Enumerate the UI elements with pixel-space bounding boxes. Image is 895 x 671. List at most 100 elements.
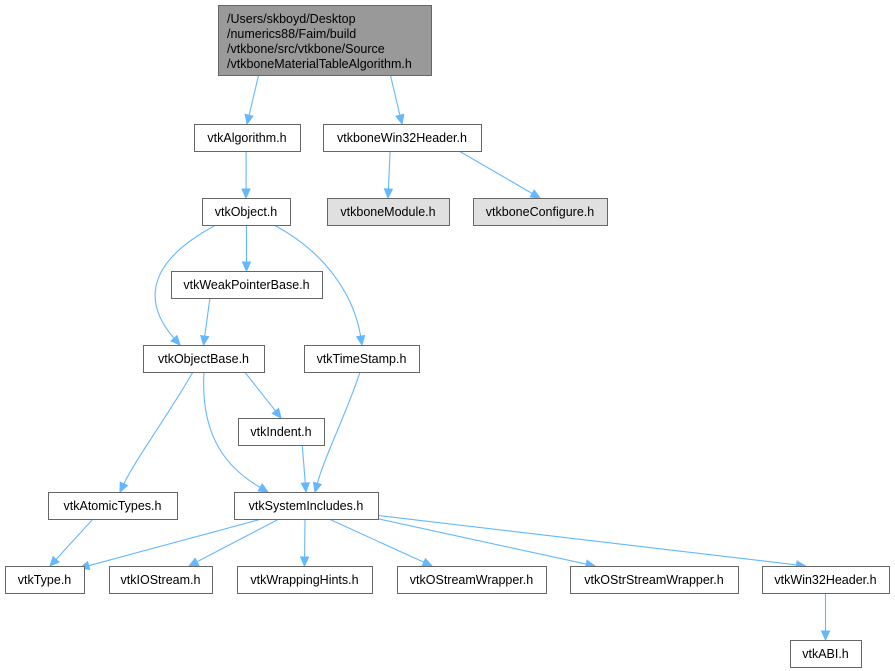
edge-vtkObjectBase-to-vtkSystemIncludes: [203, 371, 270, 493]
node-label: vtkboneModule.h: [340, 205, 435, 219]
arrowhead: [271, 407, 282, 419]
node-box: [304, 345, 420, 373]
arrowhead: [187, 557, 200, 567]
node-box: [109, 566, 213, 594]
node-label: vtkWin32Header.h: [774, 573, 876, 587]
node-box: [397, 566, 547, 594]
arrowhead: [170, 334, 181, 346]
node-vtkAtomicTypes[interactable]: vtkAtomicTypes.h: [48, 492, 178, 520]
node-label: vtkTimeStamp.h: [317, 352, 407, 366]
edge-vtkWin32Header-to-vtkABI: [820, 593, 831, 642]
node-label: vtkboneConfigure.h: [486, 205, 594, 219]
edge-line: [328, 518, 425, 564]
edge-vtkAtomicTypes-to-vtkType: [49, 518, 94, 567]
edge-line: [458, 150, 534, 195]
edge-vtkSystemIncludes-to-vtkOStreamWrapper: [328, 518, 434, 567]
node-vtkWin32Header[interactable]: vtkWin32Header.h: [762, 566, 890, 594]
arrowhead: [355, 334, 366, 347]
node-vtkTimeStamp[interactable]: vtkTimeStamp.h: [304, 345, 420, 373]
node-vtkboneModule[interactable]: vtkboneModule.h: [327, 198, 450, 226]
nodes-layer: /Users/skboyd/Desktop/numerics88/Faim/bu…: [5, 5, 890, 668]
arrowhead: [119, 481, 129, 494]
node-vtkOStrStreamWrapper[interactable]: vtkOStrStreamWrapper.h: [570, 566, 739, 594]
edge-vtkObject-to-vtkTimeStamp: [273, 224, 366, 347]
edge-vtkObject-to-vtkWeakPointerBase: [241, 224, 252, 273]
node-vtkABI[interactable]: vtkABI.h: [790, 640, 862, 668]
node-label: vtkboneWin32Header.h: [337, 131, 467, 145]
node-box: [143, 345, 265, 373]
edge-vtkboneWin32Header-to-vtkboneConfigure: [458, 150, 542, 199]
node-box: [237, 566, 373, 594]
node-label: /vtkbone/src/vtkbone/Source: [227, 42, 385, 56]
node-vtkOStreamWrapper[interactable]: vtkOStreamWrapper.h: [397, 566, 547, 594]
edge-line: [387, 150, 391, 191]
edge-root-to-vtkAlgorithm: [244, 74, 260, 126]
edge-vtkObjectBase-to-vtkAtomicTypes: [119, 371, 194, 494]
edge-line: [389, 74, 401, 117]
edge-vtkboneWin32Header-to-vtkboneModule: [383, 150, 394, 200]
node-label: vtkWrappingHints.h: [250, 573, 358, 587]
node-box: [790, 640, 862, 668]
node-vtkAlgorithm[interactable]: vtkAlgorithm.h: [194, 124, 301, 152]
arrowhead: [257, 483, 270, 493]
node-box: [473, 198, 608, 226]
node-box: [5, 566, 85, 594]
arrowhead: [395, 113, 405, 126]
node-box: [202, 198, 291, 226]
edge-vtkSystemIncludes-to-vtkIOStream: [187, 518, 280, 567]
node-box: [327, 198, 450, 226]
node-label: /numerics88/Faim/build: [227, 27, 356, 41]
edge-vtkObjectBase-to-vtkIndent: [244, 371, 282, 419]
arrowhead: [244, 113, 254, 126]
node-label: vtkOStrStreamWrapper.h: [584, 573, 723, 587]
node-label: vtkAlgorithm.h: [207, 131, 286, 145]
node-box: [762, 566, 890, 594]
node-vtkboneWin32Header[interactable]: vtkboneWin32Header.h: [323, 124, 482, 152]
node-label: vtkIndent.h: [250, 425, 311, 439]
edge-vtkSystemIncludes-to-vtkOStrStreamWrapper: [369, 516, 597, 569]
arrowhead: [241, 188, 251, 200]
edge-vtkAlgorithm-to-vtkObject: [241, 150, 251, 200]
edge-vtkTimeStamp-to-vtkSystemIncludes: [312, 371, 361, 494]
node-box: [194, 124, 301, 152]
edge-vtkWeakPointerBase-to-vtkObjectBase: [200, 297, 211, 347]
node-vtkObjectBase[interactable]: vtkObjectBase.h: [143, 345, 265, 373]
edge-line: [273, 224, 362, 338]
edge-line: [122, 371, 194, 485]
edge-line: [244, 371, 277, 413]
arrowhead: [421, 557, 434, 567]
node-label: vtkAtomicTypes.h: [64, 499, 162, 513]
edge-line: [203, 371, 262, 489]
arrowhead: [312, 481, 323, 494]
arrowhead: [529, 189, 542, 199]
edge-line: [87, 516, 270, 567]
node-label: /Users/skboyd/Desktop: [227, 12, 356, 26]
edge-line: [301, 444, 306, 485]
node-box: [48, 492, 178, 520]
edge-line: [369, 516, 588, 565]
node-vtkObject[interactable]: vtkObject.h: [202, 198, 291, 226]
arrowhead: [383, 188, 394, 200]
edge-line: [248, 74, 260, 117]
arrowhead: [200, 334, 210, 347]
node-vtkWeakPointerBase[interactable]: vtkWeakPointerBase.h: [171, 271, 323, 299]
arrowhead: [820, 630, 831, 642]
node-label: vtkIOStream.h: [121, 573, 201, 587]
node-label: vtkSystemIncludes.h: [249, 499, 364, 513]
node-label: vtkObjectBase.h: [158, 352, 249, 366]
node-box: [238, 418, 325, 446]
edge-line: [154, 224, 217, 340]
edge-vtkIndent-to-vtkSystemIncludes: [300, 444, 310, 494]
node-vtkIOStream[interactable]: vtkIOStream.h: [109, 566, 213, 594]
node-vtkWrappingHints[interactable]: vtkWrappingHints.h: [237, 566, 373, 594]
node-vtkSystemIncludes[interactable]: vtkSystemIncludes.h: [234, 492, 379, 520]
node-vtkType[interactable]: vtkType.h: [5, 566, 85, 594]
arrowhead: [49, 555, 60, 567]
edge-vtkSystemIncludes-to-vtkWrappingHints: [299, 518, 310, 568]
node-vtkIndent[interactable]: vtkIndent.h: [238, 418, 325, 446]
node-box: [171, 271, 323, 299]
node-box: [570, 566, 739, 594]
node-vtkboneConfigure[interactable]: vtkboneConfigure.h: [473, 198, 608, 226]
edge-line: [373, 514, 798, 566]
